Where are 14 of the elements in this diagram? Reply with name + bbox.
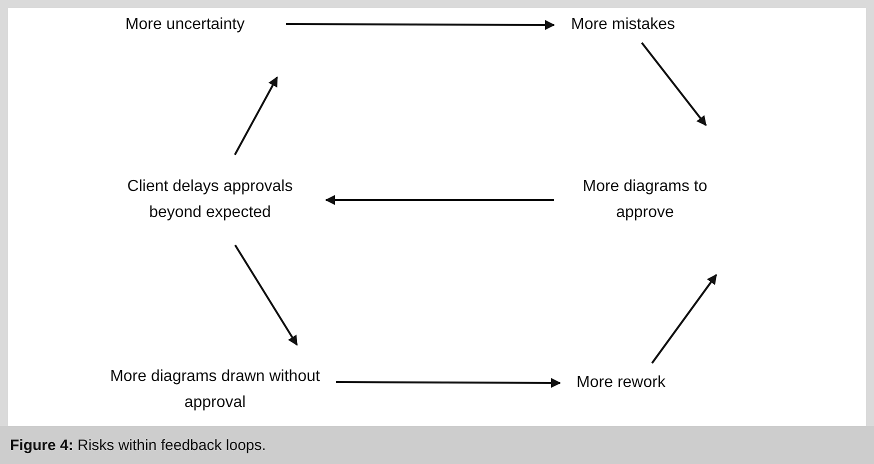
node-label: Client delays approvals beyond expected xyxy=(126,177,294,223)
arrow xyxy=(234,244,298,346)
figure-caption: Figure 4: Risks within feedback loops. xyxy=(10,436,266,454)
arrow xyxy=(651,274,718,364)
node-label: More mistakes xyxy=(570,15,676,35)
node-label: More rework xyxy=(576,373,666,393)
arrow xyxy=(325,195,554,205)
node-label: More diagrams to approve xyxy=(582,177,708,223)
node-label: More diagrams drawn without approval xyxy=(109,367,321,413)
arrow xyxy=(641,42,707,126)
node-label: More uncertainty xyxy=(125,15,245,35)
arrow xyxy=(234,76,278,156)
arrow xyxy=(286,20,555,30)
arrow xyxy=(336,378,561,388)
